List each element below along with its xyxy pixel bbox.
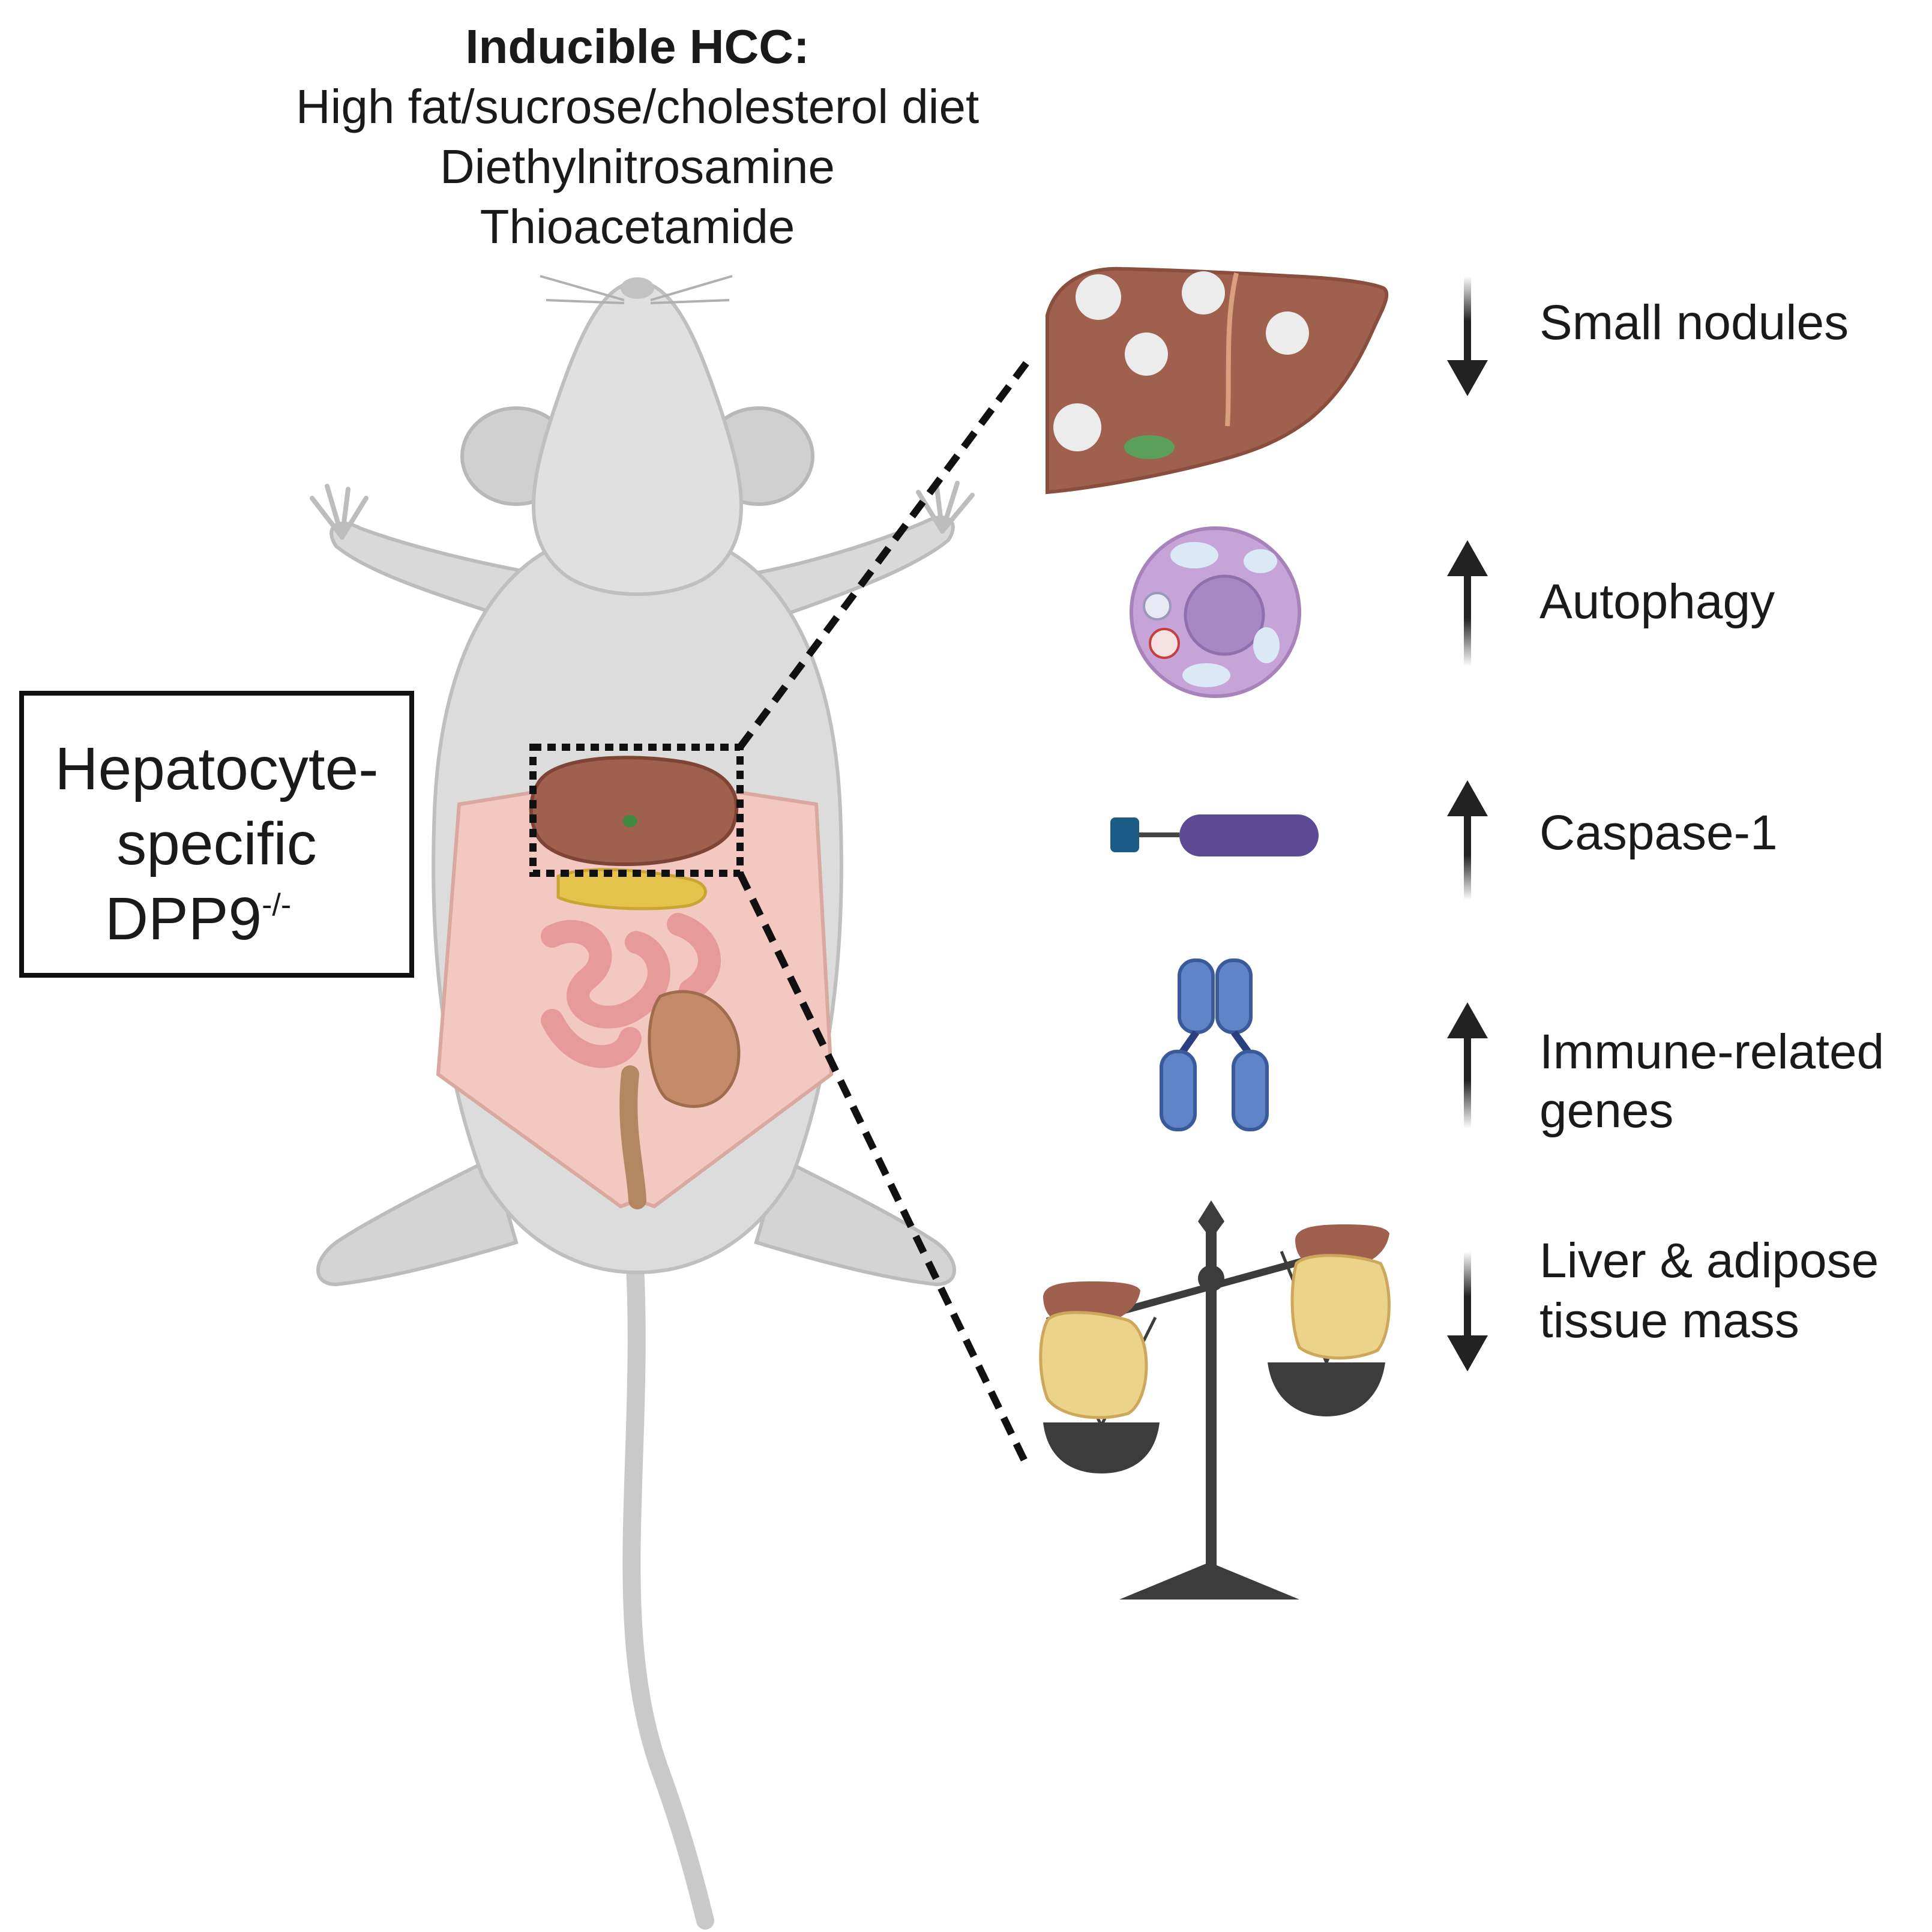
scale-right-adipose (1290, 1254, 1391, 1360)
arrow-shaft (1464, 1032, 1471, 1128)
nodule-2 (1182, 271, 1225, 314)
antibody-fc-right (1232, 1050, 1269, 1131)
mouse-paw-right (916, 481, 975, 534)
autophagosome (1143, 592, 1172, 621)
arrow-up-3 (1447, 780, 1488, 900)
antibody-icon (1160, 958, 1269, 1131)
outcome-labels: Small nodules Autophagy Caspase-1 Immune… (1539, 295, 1884, 1348)
mouse-tail (622, 1227, 714, 1930)
header-title: Inducible HCC: (465, 20, 809, 73)
mouse-hind-leg-left (316, 1155, 519, 1287)
mouse-pancreas (556, 868, 707, 910)
arrow-head (1447, 1335, 1488, 1371)
scale-finial (1198, 1200, 1224, 1239)
inducible-hcc-header: Inducible HCC: High fat/sucrose/choleste… (296, 20, 979, 253)
mouse-whiskers (540, 275, 733, 304)
arrow-shaft (1464, 810, 1471, 900)
outcome-label-mass-line2: tissue mass (1539, 1293, 1799, 1348)
arrow-head (1447, 540, 1488, 576)
autophagy-cell-icon (1130, 526, 1301, 698)
arrow-head (1447, 780, 1488, 816)
arrow-shaft (1464, 570, 1471, 666)
zoom-connector-lines (736, 361, 1030, 1466)
model-box: Hepatocyte- specific DPP9-/- (19, 691, 414, 978)
antibody-fab-right (1215, 958, 1253, 1034)
nodule-5 (1053, 403, 1101, 451)
model-box-line1: Hepatocyte- (55, 735, 378, 802)
header-line-den: Diethylnitrosamine (440, 140, 835, 193)
caspase-card-domain (1110, 817, 1139, 852)
scale-pivot (1198, 1265, 1224, 1292)
antibody-fab-left (1178, 958, 1215, 1034)
header-line-diet: High fat/sucrose/cholesterol diet (296, 80, 979, 133)
outcome-label-mass-line1: Liver & adipose (1539, 1233, 1879, 1288)
direction-arrows (1447, 276, 1488, 1371)
balance-scale-icon (1039, 1200, 1391, 1599)
liver-zoom-box (529, 744, 744, 877)
liver-falciform-ligament (1225, 272, 1239, 427)
outcome-label-autophagy: Autophagy (1539, 574, 1775, 629)
arrow-head (1447, 1002, 1488, 1038)
mouse-intestines (541, 913, 721, 1068)
arrow-shaft (1464, 1251, 1471, 1341)
model-box-genotype: -/- (262, 888, 291, 922)
cell-vacuole-4 (1182, 663, 1230, 687)
mouse-hind-leg-right (754, 1155, 956, 1287)
cell-nucleus (1184, 574, 1265, 656)
arrow-down-5 (1447, 1251, 1488, 1371)
outcome-label-caspase-1: Caspase-1 (1539, 805, 1778, 860)
arrow-down-1 (1447, 276, 1488, 396)
cell-vacuole-2 (1244, 549, 1277, 573)
outcome-label-immune-line1: Immune-related (1539, 1025, 1884, 1079)
mouse-head (532, 280, 743, 596)
model-box-gene: DPP9 (105, 885, 262, 952)
nodule-4 (1125, 333, 1168, 376)
antibody-fc-left (1160, 1050, 1197, 1131)
scale-pillar (1206, 1224, 1217, 1566)
outcome-label-small-nodules: Small nodules (1539, 295, 1849, 350)
mouse-cecum (648, 990, 741, 1108)
header-line-taa: Thioacetamide (480, 200, 795, 253)
mouse-paw-left (310, 484, 369, 540)
mouse-nose (621, 277, 654, 299)
zoom-connector-bottom (736, 871, 1030, 1466)
caspase-protein-icon (1110, 814, 1319, 856)
nodule-1 (1076, 274, 1121, 320)
model-box-line3: DPP9-/- (105, 885, 291, 952)
outcome-label-immune-line2: genes (1539, 1083, 1673, 1138)
cell-vacuole-1 (1170, 542, 1218, 568)
mouse-colon (619, 1065, 646, 1209)
caspase-catalytic-domain (1179, 814, 1319, 856)
nodule-3 (1266, 311, 1309, 355)
autolysosome (1149, 628, 1180, 659)
zoom-connector-top (737, 361, 1029, 750)
arrow-head (1447, 360, 1488, 396)
liver-gallbladder (1124, 435, 1175, 459)
scale-base (1119, 1563, 1299, 1599)
arrow-shaft (1464, 276, 1471, 366)
liver-nodules-icon (1046, 266, 1389, 495)
model-box-line2: specific (116, 810, 316, 877)
model-box-border (19, 691, 414, 978)
arrow-up-4 (1447, 1002, 1488, 1128)
mouse-liver (529, 756, 739, 867)
mouse-gallbladder (623, 815, 637, 827)
arrow-up-2 (1447, 540, 1488, 666)
scale-left-adipose (1039, 1311, 1148, 1419)
cell-vacuole-3 (1253, 627, 1280, 663)
mouse-illustration (310, 275, 975, 1930)
